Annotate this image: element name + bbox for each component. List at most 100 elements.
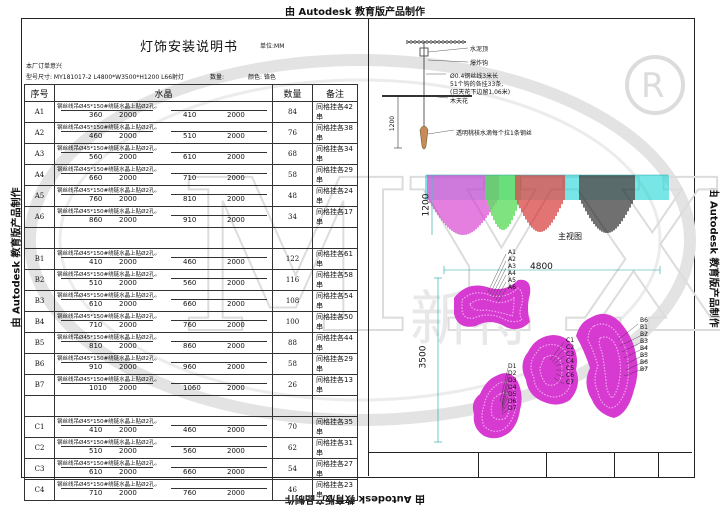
right-wire: 2000 (227, 468, 245, 476)
callout-label: C7 (566, 379, 575, 386)
row-code: C1 (24, 416, 55, 438)
row-qty: 54 (272, 458, 313, 480)
row-qty: 48 (272, 185, 313, 207)
left-length: 610 (89, 468, 103, 476)
right-length: 710 (183, 174, 197, 182)
table-header-row: 序号 水晶 数量 备注 (24, 84, 358, 102)
right-wire: 2000 (227, 384, 245, 392)
row-qty: 68 (272, 143, 313, 165)
svg-text:R: R (641, 66, 665, 106)
wire-desc: 钢丝线吊Ø45*150#绕链水晶上贴Ø2孔。 (57, 482, 161, 488)
wire-desc: 钢丝线吊Ø45*150#绕链水晶上贴Ø2孔。 (57, 146, 161, 152)
right-length: 410 (183, 111, 197, 119)
left-wire: 2000 (119, 153, 137, 161)
right-wire: 2000 (227, 426, 245, 434)
blob-a (454, 279, 531, 330)
row-note: 间格挂各24串 (312, 185, 358, 207)
left-wire: 2000 (119, 321, 137, 329)
right-wire: 2000 (227, 174, 245, 182)
row-note: 间格挂各54串 (312, 290, 358, 312)
dim-4800: 4800 (530, 262, 553, 272)
wire-desc: 钢丝线吊Ø45*150#绕链水晶上贴Ø2孔。 (57, 188, 161, 194)
callout-label: D4 (508, 384, 517, 391)
callout-label: A3 (508, 263, 516, 270)
left-wire: 2000 (119, 447, 137, 455)
row-qty: 70 (272, 416, 313, 438)
row-note: 间格挂各38串 (312, 122, 358, 144)
row-qty: 58 (272, 164, 313, 186)
col-header-crystal: 水晶 (54, 84, 273, 102)
callout-label: B6 (640, 317, 648, 324)
callout-label: C2 (566, 344, 575, 351)
col-header-index: 序号 (24, 84, 55, 102)
callout-label: B4 (640, 345, 648, 352)
callout-label: B1 (640, 324, 648, 331)
row-note: 间格挂各13串 (312, 374, 358, 396)
wire-desc: 钢丝线吊Ø45*150#绕链水晶上贴Ø2孔。 (57, 356, 161, 362)
left-wire: 2000 (119, 111, 137, 119)
model-line: 型号尺寸: MY181017-2 L4800*W3500*H1200 L66射灯 (26, 74, 185, 81)
left-length: 410 (89, 258, 103, 266)
callout-label: A2 (508, 256, 516, 263)
row-note: 间格挂各27串 (312, 458, 358, 480)
callout-label: B6 (640, 359, 648, 366)
row-qty: 26 (272, 374, 313, 396)
dim-3500: 3500 (418, 345, 429, 369)
wire-desc: 钢丝线吊Ø45*150#绕链水晶上贴Ø2孔。 (57, 251, 161, 257)
spacer-row (24, 227, 358, 249)
wire-desc: 钢丝线吊Ø45*150#绕链水晶上贴Ø2孔。 (57, 209, 161, 215)
callout-label: B5 (640, 352, 648, 359)
callout-crystal: 透明桃核水滴每个拉1条钢丝 (456, 130, 532, 137)
row-code: B4 (24, 311, 55, 333)
callout-label: D3 (508, 377, 517, 384)
right-length: 1060 (183, 384, 201, 392)
row-qty: 100 (272, 311, 313, 333)
color-label: 颜色: 铬色 (248, 74, 276, 81)
row-qty: 34 (272, 206, 313, 228)
factory-label: 本厂订单意兴 (26, 63, 63, 70)
row-note: 间格挂各17串 (312, 206, 358, 228)
wire-desc: 钢丝线吊Ø45*150#绕链水晶上贴Ø2孔。 (57, 461, 161, 467)
row-note: 间格挂各61串 (312, 248, 358, 270)
row-code: C2 (24, 437, 55, 459)
row-code: A6 (24, 206, 55, 228)
callout-label: D2 (508, 370, 517, 377)
callout-label: A1 (508, 249, 516, 256)
blob-b (576, 313, 638, 418)
row-code: A1 (24, 101, 55, 123)
callout-screw: 爆炸钩 (470, 60, 489, 67)
row-qty: 108 (272, 290, 313, 312)
callout-label: C1 (566, 337, 575, 344)
callout-wire-b: 51个钩的各挂33条, (450, 81, 504, 88)
left-length: 460 (89, 132, 103, 140)
row-code: B2 (24, 269, 55, 291)
qty-label: 数量: (210, 74, 225, 81)
right-wire: 2000 (227, 300, 245, 308)
callout-wire-c: (日天花下边留1,06米) (450, 89, 511, 96)
row-note: 间格挂各44串 (312, 332, 358, 354)
row-note: 间格挂各42串 (312, 101, 358, 123)
left-wire: 2000 (119, 468, 137, 476)
callout-label: B2 (640, 331, 648, 338)
blob-d (472, 373, 522, 439)
right-length: 660 (183, 300, 197, 308)
right-wire: 2000 (227, 132, 245, 140)
right-length: 910 (183, 216, 197, 224)
col-header-note: 备注 (312, 84, 358, 102)
left-length: 710 (89, 489, 103, 497)
left-length: 410 (89, 426, 103, 434)
